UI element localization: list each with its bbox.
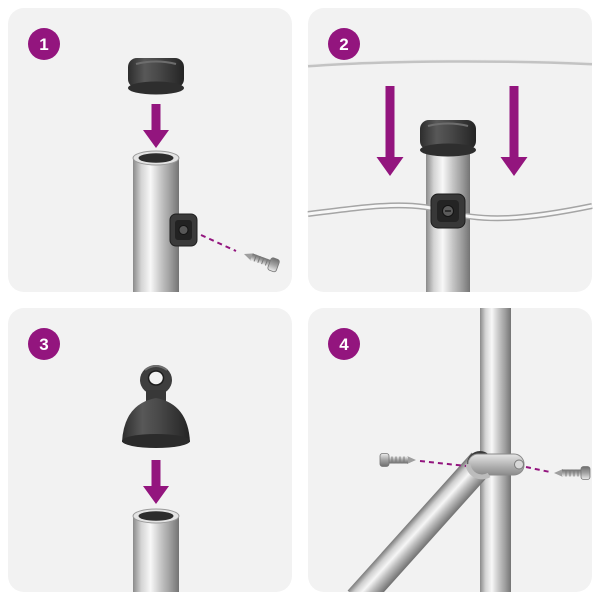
step-badge: 4 [328, 328, 360, 360]
wire-clamp-icon [169, 213, 198, 247]
pole-assembly [347, 308, 525, 592]
step-panel-1: 1 [8, 8, 292, 292]
step-number: 3 [39, 335, 48, 354]
step-badge-circle [328, 28, 360, 60]
step-badge: 1 [28, 28, 60, 60]
wire-clamp-icon [430, 193, 466, 229]
eyelet-cap-icon [122, 365, 190, 448]
dashed-guide-line [419, 460, 467, 467]
step-panel-2: 2 [307, 8, 593, 292]
step-number: 4 [339, 335, 349, 354]
step-panel-4: 4 [308, 308, 592, 592]
step-badge: 2 [328, 28, 360, 60]
dashed-guide-line [525, 466, 551, 473]
step-badge-circle [28, 328, 60, 360]
brace-clamp-icon [465, 453, 525, 480]
step-badge-circle [28, 28, 60, 60]
diagonal-brace-icon [347, 452, 493, 592]
tensioned-wire-icon [307, 59, 593, 68]
step-badge-circle [328, 328, 360, 360]
step-number: 2 [339, 35, 348, 54]
panel-background [8, 308, 292, 592]
step-badge: 3 [28, 328, 60, 360]
open-pole-icon [132, 508, 180, 592]
step-panel-3: 3 [8, 308, 292, 592]
dashed-guide-line [200, 234, 237, 252]
step-number: 1 [39, 35, 48, 54]
panel-background [8, 8, 292, 292]
panel-background [308, 308, 592, 592]
end-cap-icon [128, 58, 184, 95]
open-pole-icon [132, 150, 180, 292]
vertical-pole-icon [480, 308, 511, 592]
